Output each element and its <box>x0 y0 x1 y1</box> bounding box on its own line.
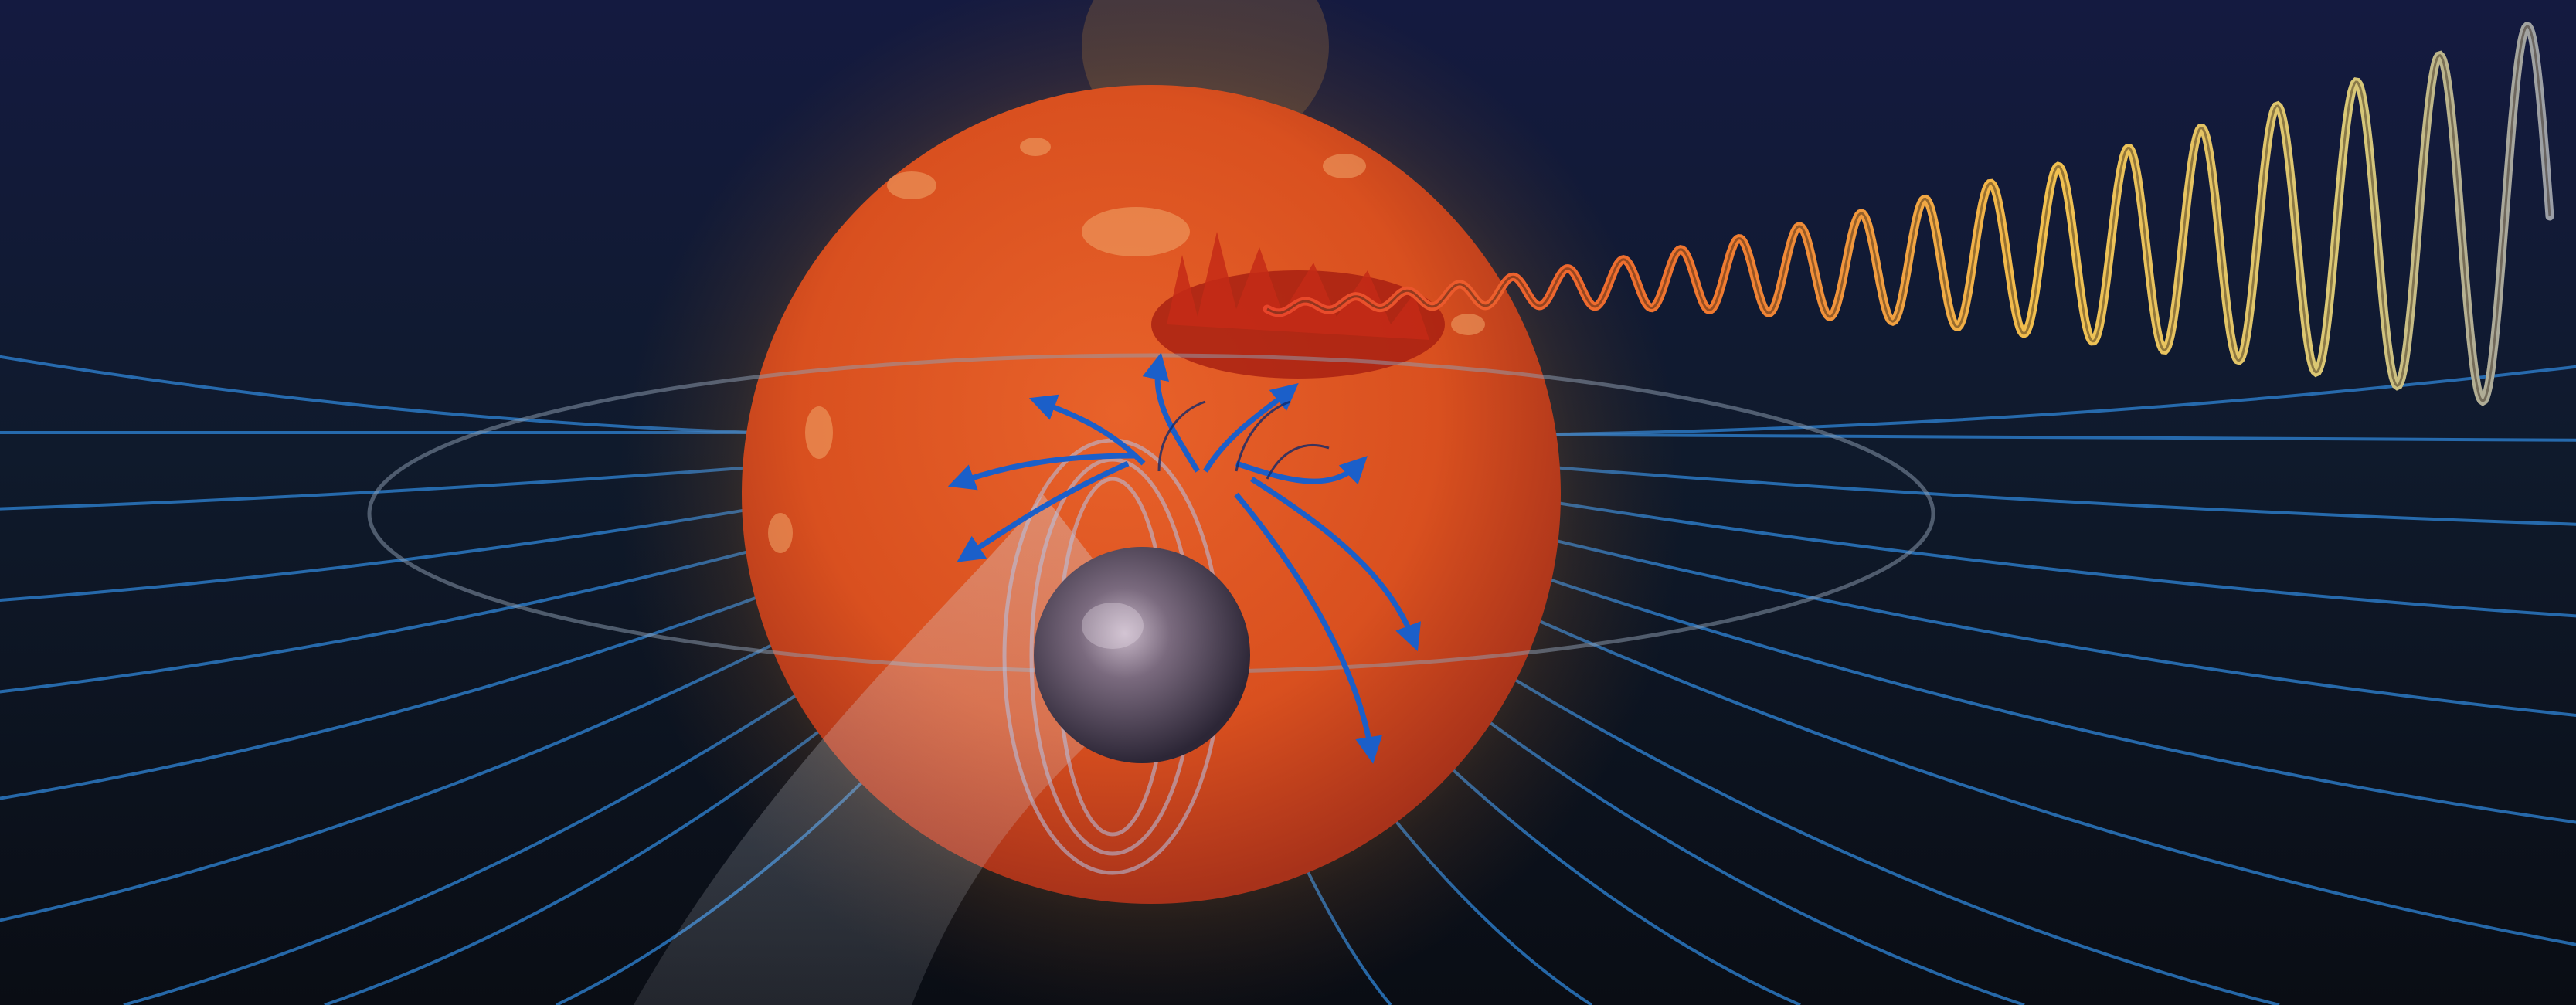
arrow-icon <box>947 453 1137 491</box>
arrow-icon <box>1142 352 1201 473</box>
star-spots <box>768 138 1485 553</box>
arrow-icon <box>1202 383 1299 473</box>
radio-wave-icon <box>1263 21 2554 406</box>
arrow-icon <box>1235 456 1368 485</box>
arrow-icon <box>1250 477 1421 652</box>
planet-highlight <box>1082 603 1144 649</box>
arrow-icon <box>1234 492 1383 764</box>
field-arrows <box>947 352 1421 764</box>
planet-icon <box>1034 547 1250 763</box>
active-region <box>1151 232 1445 379</box>
arrow-icon <box>957 460 1130 562</box>
field-curls <box>1157 400 1330 480</box>
radio-wave-core <box>1266 25 2551 402</box>
